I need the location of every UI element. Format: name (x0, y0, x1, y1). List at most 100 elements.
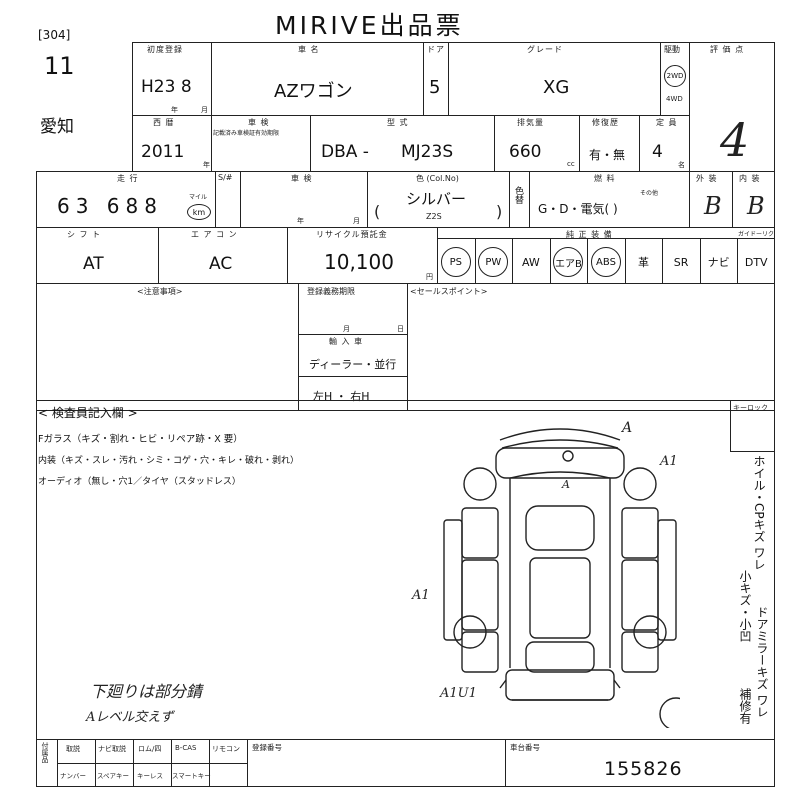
equipment-circle-1: PW (478, 247, 509, 277)
equipment-item-4: ABS (587, 242, 625, 282)
equipment-circle-4: ABS (590, 247, 621, 277)
handle-divider (299, 376, 407, 377)
caution-cell: <注意事項> (36, 283, 299, 411)
mileage-value: 63 688 (57, 194, 163, 218)
footer-col3: ナビ取説 (98, 745, 126, 753)
ac-cell: エ ア コ ン AC (158, 227, 288, 284)
handle-value: 左H ・ 右H (313, 390, 370, 403)
shift-value: AT (83, 254, 104, 274)
equipment-label-5: 革 (638, 256, 650, 269)
registration-divider (299, 334, 407, 335)
year-label: 西 暦 (153, 118, 175, 127)
equipment-item-8: DTV (737, 242, 775, 282)
repair-cell: 修復歴 有・無 (579, 115, 640, 172)
drive-2wd-circle: 2WD (664, 65, 686, 87)
inspection-label: 車 検 (248, 118, 270, 127)
equipment-divider-1 (474, 238, 476, 284)
color-cell: 色 (Col.No) シルバー Z2S ( ) (367, 171, 510, 228)
first-reg-value: H23 8 (141, 77, 192, 97)
equipment-label-6: SR (673, 255, 689, 269)
repair-label: 修復歴 (592, 118, 619, 127)
equipment-label: 純 正 装 備 (566, 230, 613, 239)
footer-v7 (505, 739, 506, 787)
footer-v2 (95, 739, 96, 787)
equipment-circle-0: PS (440, 247, 471, 277)
inspection2-label: 車 検 (291, 174, 313, 183)
import-value: ディーラー・並行 (309, 358, 397, 371)
ac-value: AC (209, 254, 233, 274)
shift-label: シ フ ト (67, 230, 102, 239)
handwriting-line2: Aレベル交えず (86, 710, 174, 725)
footer-v6 (247, 739, 248, 787)
form-title: MIRIVE出品票 (275, 11, 464, 40)
drive-label: 駆動 (664, 45, 680, 54)
mileage-label: 走 行 (117, 174, 139, 183)
guide-label: ガイドーリク (738, 231, 775, 238)
side-note-c: ドアミラーキズ ワレ (755, 606, 769, 718)
diagram-mark-5: A (562, 478, 570, 491)
recycle-value: 10,100 (324, 250, 394, 274)
color-bracket-right: ) (496, 202, 503, 221)
registration-day: 日 (397, 325, 404, 333)
color-change-label: 色替 (513, 186, 523, 204)
registration-month: 月 (343, 325, 350, 333)
car-name-value: AZワゴン (274, 81, 353, 102)
equipment-item-6: SR (662, 242, 700, 282)
recycle-unit: 円 (426, 273, 433, 281)
fuel-cell: 燃 料 G・D・電気( ) その他 (529, 171, 690, 228)
footer-col6: リモコン (212, 745, 240, 753)
s-cell: S/# (215, 171, 241, 228)
footer-mid-line (57, 763, 247, 764)
year-value: 2011 (141, 142, 185, 162)
lot-label: [304] (38, 28, 71, 42)
equipment-item-5: 革 (625, 242, 663, 282)
footer-col2: 取説 (66, 745, 80, 753)
fuel-other: その他 (640, 190, 659, 197)
equipment-label-8: DTV (744, 255, 768, 269)
inspection2-month: 月 (353, 217, 360, 225)
handwriting-line1: 下廻りは部分錆 (90, 682, 203, 701)
model-label: 型 式 (387, 118, 409, 127)
color-label: 色 (Col.No) (416, 174, 459, 183)
diagram-mark-1: A (622, 420, 633, 436)
mileage-cell: 走 行 63 688 マイル km (36, 171, 216, 228)
equipment-divider-4 (587, 238, 589, 284)
inspection2-cell: 車 検 年 月 (240, 171, 368, 228)
capacity-value: 4 (652, 142, 663, 162)
capacity-cell: 定 員 4 名 (639, 115, 690, 172)
month-unit: 月 (201, 106, 208, 114)
first-reg-cell: 初度登録 H23 8 年 月 (132, 42, 212, 116)
equipment-divider-2 (512, 238, 514, 284)
car-name-cell: 車 名 AZワゴン (211, 42, 424, 116)
caution-label: <注意事項> (137, 287, 183, 296)
grade-cell: グレード XG (448, 42, 661, 116)
exterior-value: B (704, 192, 722, 220)
repair-value: 有・無 (589, 148, 626, 162)
equipment-item-0: PS (437, 242, 475, 282)
equipment-label-0: PS (449, 256, 462, 268)
recycle-label: リサイクル預託金 (316, 230, 388, 239)
diagram-mark-2: A1 (660, 454, 678, 469)
footer-vin-value: 155826 (604, 758, 683, 780)
side-note-a: ホイル・CPキズ ワレ (752, 455, 766, 571)
keylock-cell: キーロック (730, 400, 775, 452)
equipment-label-4: ABS (596, 256, 616, 268)
interior-cell: 内 装 B (732, 171, 775, 228)
ac-label: エ ア コ ン (191, 230, 238, 239)
s-label: S/# (218, 173, 233, 182)
score-value: 4 (720, 113, 750, 167)
displacement-label: 排気量 (517, 118, 544, 127)
import-label: 輸 入 車 (329, 337, 364, 346)
equipment-divider-3 (549, 238, 551, 284)
footer-v1 (57, 739, 58, 787)
year-cell: 西 暦 2011 年 (132, 115, 212, 172)
footer-row2-b: スペアキー (97, 772, 130, 780)
doors-label: ドア (427, 45, 445, 54)
year-suffix: 年 (203, 161, 210, 169)
displacement-value: 660 (509, 142, 542, 162)
equipment-divider-5 (624, 238, 626, 284)
exterior-cell: 外 装 B (689, 171, 733, 228)
mileage-km: km (192, 207, 206, 217)
sales-label: <セールスポイント> (410, 287, 488, 296)
footer-row2-d: スマートキー (172, 772, 211, 780)
